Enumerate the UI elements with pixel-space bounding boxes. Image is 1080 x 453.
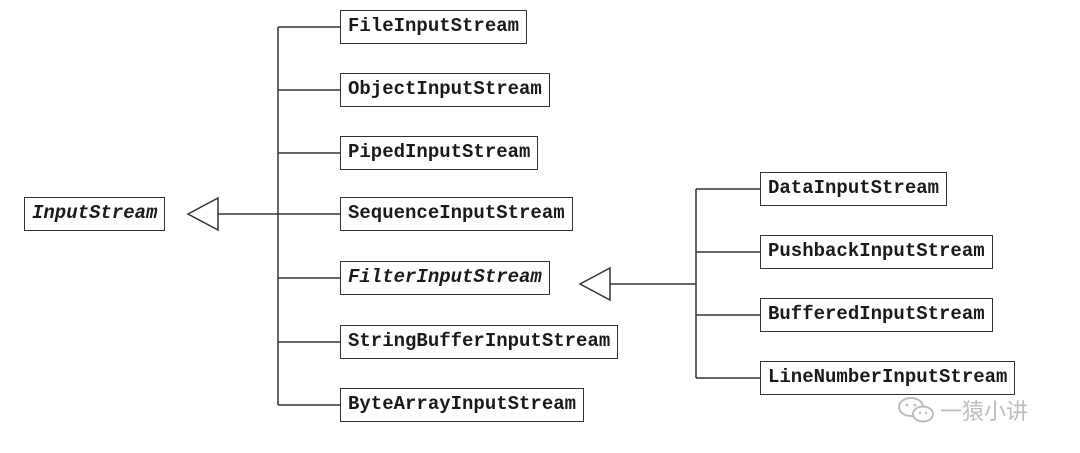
class-box-datainputstream: DataInputStream [760, 172, 948, 206]
class-box-filterinputstream: FilterInputStream [340, 261, 550, 295]
watermark: 一猿小讲 [896, 392, 1056, 428]
class-box-pushbackinputstream: PushbackInputStream [760, 235, 993, 269]
class-box-inputstream: InputStream [24, 197, 166, 231]
class-box-fileinputstream: FileInputStream [340, 10, 528, 44]
class-box-sequenceinputstream: SequenceInputStream [340, 197, 573, 231]
inheritance-arrow-filterinputstream [578, 266, 611, 302]
class-box-objectinputstream: ObjectInputStream [340, 73, 550, 107]
watermark-text: 一猿小讲 [940, 400, 1029, 425]
inheritance-arrow-inputstream [186, 196, 219, 232]
class-box-pipedinputstream: PipedInputStream [340, 136, 539, 170]
class-box-bytearrayinputstream: ByteArrayInputStream [340, 388, 585, 422]
class-box-bufferedinputstream: BufferedInputStream [760, 298, 993, 332]
wechat-icon [898, 397, 934, 423]
class-box-linenumberinputstream: LineNumberInputStream [760, 361, 1016, 395]
class-box-stringbufferinputstream: StringBufferInputStream [340, 325, 619, 359]
